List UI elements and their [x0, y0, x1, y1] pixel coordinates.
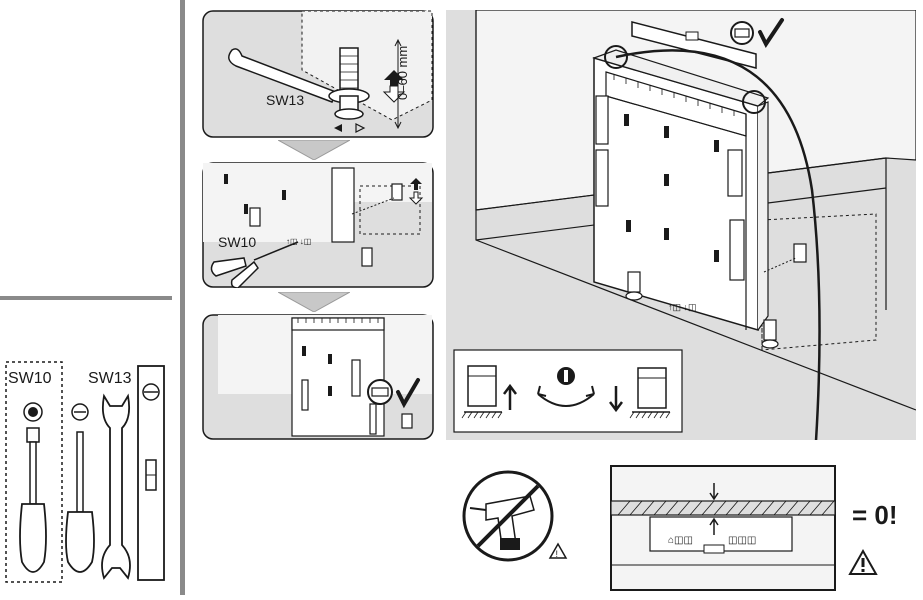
step-1-drawing — [202, 10, 434, 138]
screwdriver-flat-icon — [65, 403, 95, 573]
step-3-drawing — [202, 314, 434, 440]
sw13-label: SW13 — [88, 370, 132, 387]
svg-text:◫◫◫: ◫◫◫ — [728, 535, 756, 546]
zero-gap-label: = 0! — [852, 500, 898, 530]
step-arrow-1 — [276, 139, 352, 165]
step-2-drawing: ↑◫ ↓◫ — [202, 162, 434, 289]
step-1-range-label: 0–60 mm — [395, 45, 410, 100]
divider-horizontal — [0, 296, 172, 300]
wrench-icon — [101, 393, 131, 580]
main-view: ↑◫ ↓◫ — [446, 9, 917, 471]
step-2-sw10-label: SW10 — [218, 234, 257, 250]
warning-icon — [848, 548, 878, 581]
step-1-sw13-label: SW13 — [266, 92, 305, 108]
screwdriver-hex-icon — [19, 402, 47, 573]
step-panel-1: SW13 0–60 mm — [202, 10, 434, 138]
gap-callout: ⌂◫◫ ◫◫◫ — [610, 465, 836, 591]
warning-icon — [548, 542, 568, 559]
checkmark-icon — [396, 378, 420, 409]
arrow-down-icon — [609, 386, 623, 413]
step-arrow-2 — [276, 291, 352, 317]
main-view-drawing: ↑◫ ↓◫ — [446, 9, 917, 471]
checkmark-icon — [758, 18, 784, 48]
divider-vertical — [180, 0, 185, 595]
sw10-label: SW10 — [8, 370, 52, 387]
step-panel-3 — [202, 314, 434, 440]
svg-text:↑◫ ↓◫: ↑◫ ↓◫ — [668, 302, 697, 312]
svg-text:⌂◫◫: ⌂◫◫ — [668, 535, 693, 546]
svg-text:!: ! — [556, 549, 559, 559]
arrow-up-icon — [503, 383, 517, 410]
step-panel-2: ↑◫ ↓◫ SW10 — [202, 162, 434, 289]
no-drill-icon: ! — [458, 466, 578, 576]
tools-drawing — [5, 361, 165, 583]
svg-text:↑◫ ↓◫: ↑◫ ↓◫ — [286, 237, 311, 246]
tools-panel: SW10 SW13 — [0, 300, 180, 595]
spirit-level-icon — [137, 365, 165, 581]
